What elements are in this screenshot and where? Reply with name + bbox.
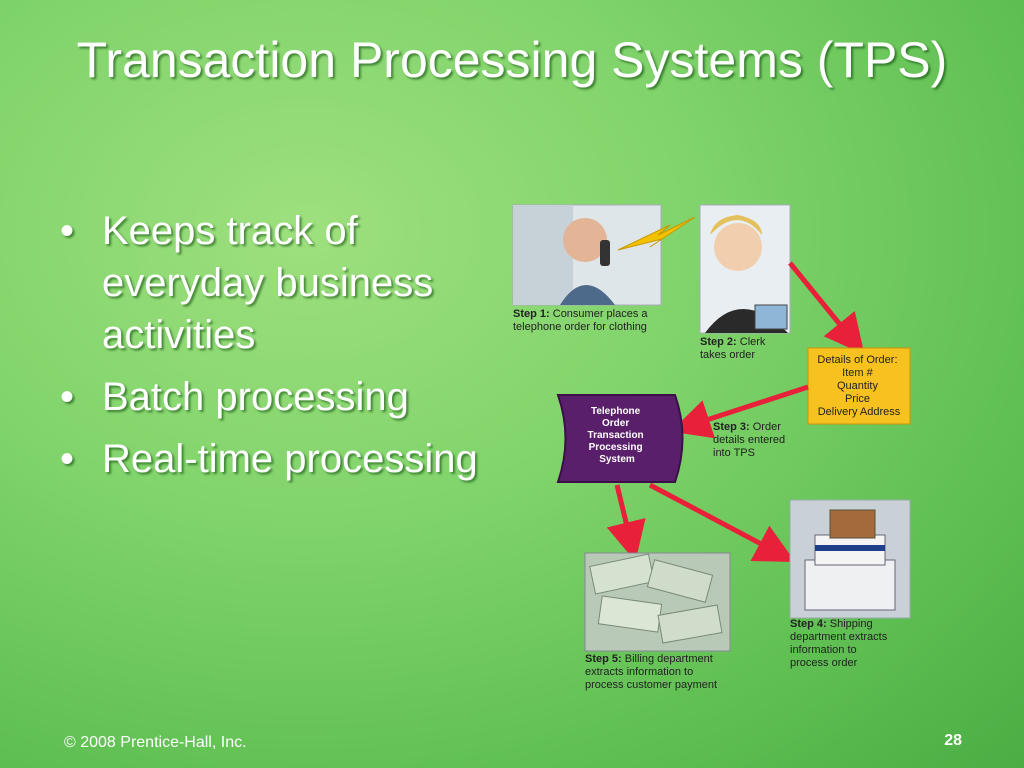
order-details-box	[807, 347, 911, 425]
step1-caption: Step 1: Consumer places a telephone orde…	[513, 308, 651, 333]
arrow-tps-to-billing	[606, 484, 646, 562]
step2-caption: Step 2: Clerk takes order	[700, 336, 768, 361]
step3-caption: Step 3: Order details entered into TPS	[713, 421, 788, 459]
step5-caption: Step 5: Billing department extracts info…	[585, 653, 717, 691]
step4-caption: Step 4: Shipping department extracts inf…	[790, 618, 890, 669]
arrow-details-to-tps	[670, 384, 809, 439]
lightning-icon	[617, 216, 696, 251]
tps-system-label: Telephone Order Transaction Processing S…	[588, 406, 647, 465]
order-details-text: Details of Order: Item # Quantity Price …	[817, 354, 900, 418]
copyright-footer: © 2008 Prentice-Hall, Inc.	[64, 734, 247, 751]
clerk-photo	[699, 204, 791, 334]
bullet-item: Real-time processing	[58, 433, 498, 485]
arrow-clerk-to-details	[788, 261, 865, 355]
tps-system-shape	[556, 394, 684, 483]
tps-diagram: Step 1: Consumer places a telephone orde…	[512, 204, 911, 691]
bullet-item: Keeps track of everyday business activit…	[58, 205, 498, 361]
slide-title: Transaction Processing Systems (TPS)	[76, 32, 948, 88]
money-photo	[584, 552, 731, 652]
arrow-tps-to-shipping	[648, 482, 796, 563]
consumer-photo	[512, 204, 662, 306]
shipping-boxes-photo	[789, 499, 911, 619]
bullet-item: Batch processing	[58, 371, 498, 423]
page-number: 28	[944, 732, 962, 749]
bullet-list: Keeps track of everyday business activit…	[58, 205, 498, 495]
